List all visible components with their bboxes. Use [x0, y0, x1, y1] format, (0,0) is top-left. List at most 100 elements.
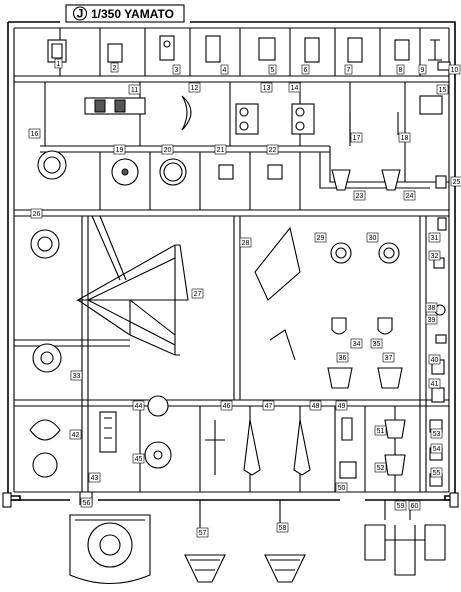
part-number-text: 2 [113, 65, 117, 72]
part-label-13: 13 [260, 82, 273, 93]
mid-parts [327, 367, 403, 389]
part-label-30: 30 [366, 232, 379, 243]
part-number-text: 18 [401, 135, 409, 142]
part-9 [428, 39, 442, 61]
third-row-parts [37, 150, 447, 191]
part-52 [384, 454, 406, 476]
part-59 [364, 524, 386, 561]
part-number-text: 56 [83, 500, 91, 507]
part-number-text: 14 [291, 85, 299, 92]
part-number-text: 60 [411, 503, 419, 510]
part-label-28: 28 [239, 237, 252, 248]
part-8 [394, 39, 410, 61]
title-frame [65, 4, 185, 23]
part-37-cap [331, 317, 347, 335]
part-number-text: 55 [433, 470, 441, 477]
part-17-18-stems [349, 112, 399, 135]
part-label-46: 46 [220, 400, 233, 411]
part-label-58: 58 [276, 522, 289, 533]
part-label-42: 42 [69, 429, 82, 440]
part-label-23: 23 [353, 190, 366, 201]
part-number-text: 58 [279, 525, 287, 532]
part-label-31: 31 [428, 232, 441, 243]
part-47 [243, 419, 261, 476]
part-label-25: 25 [450, 176, 461, 187]
part-label-9: 9 [418, 64, 427, 75]
part-label-60: 60 [408, 500, 421, 511]
part-number-text: 24 [406, 193, 414, 200]
part-label-19: 19 [113, 144, 126, 155]
part-number-text: 52 [377, 465, 385, 472]
part-number-text: 6 [304, 67, 308, 74]
part-number-text: 44 [135, 403, 143, 410]
part-15 [419, 95, 443, 115]
part-label-24: 24 [403, 190, 416, 201]
part-number-text: 3 [175, 67, 179, 74]
part-number-text: 47 [265, 403, 273, 410]
part-4 [205, 35, 221, 63]
part-label-7: 7 [344, 64, 353, 75]
part-51 [384, 419, 406, 439]
part-number-text: 43 [91, 475, 99, 482]
title-block: J 1/350 YAMATO [65, 4, 185, 23]
part-label-56: 56 [80, 497, 93, 508]
part-number-text: 50 [338, 485, 346, 492]
part-number-text: 20 [164, 147, 172, 154]
part-26 [30, 229, 60, 259]
part-number-text: 57 [199, 530, 207, 537]
part-29 [330, 242, 352, 264]
part-45 [144, 441, 172, 469]
part-number-text: 42 [72, 432, 80, 439]
part-56 [69, 514, 151, 585]
part-label-34: 34 [350, 338, 363, 349]
part-number-text: 27 [194, 291, 202, 298]
part-number-text: 10 [451, 67, 459, 74]
part-3 [159, 35, 175, 61]
part-number-text: 21 [217, 147, 225, 154]
part-57 [184, 554, 226, 583]
part-27 [75, 244, 189, 301]
part-number-text: 49 [338, 403, 346, 410]
second-row-parts [84, 95, 443, 135]
part-7 [347, 37, 363, 63]
part-22 [267, 164, 283, 180]
part-label-12: 12 [188, 82, 201, 93]
part-label-47: 47 [262, 400, 275, 411]
part-label-51: 51 [374, 425, 387, 436]
part-14 [291, 103, 315, 135]
part-number-text: 59 [397, 503, 405, 510]
part-label-52: 52 [374, 462, 387, 473]
part-label-15: 15 [436, 84, 449, 95]
part-label-43: 43 [88, 472, 101, 483]
part-label-53: 53 [430, 428, 443, 439]
part-label-39: 39 [425, 314, 438, 325]
part-33 [32, 343, 62, 373]
part-number-text: 30 [369, 235, 377, 242]
part-number-text: 7 [347, 67, 351, 74]
left-lower-parts [29, 343, 117, 478]
runners [14, 28, 449, 530]
part-46 [205, 420, 225, 475]
part-2 [107, 43, 123, 63]
part-24 [381, 169, 401, 191]
part-number-text: 26 [33, 211, 41, 218]
part-58 [264, 554, 306, 583]
sprue-letter: J [77, 7, 84, 21]
part-label-1: 1 [54, 58, 63, 69]
part-label-55: 55 [430, 467, 443, 478]
kit-title: 1/350 YAMATO [91, 7, 174, 21]
part-label-27: 27 [191, 288, 204, 299]
part-number-text: 32 [431, 253, 439, 260]
part-28 [254, 226, 301, 301]
part-number-text: 51 [377, 428, 385, 435]
part-label-16: 16 [28, 128, 41, 139]
part-number-text: 48 [312, 403, 320, 410]
part-label-8: 8 [396, 64, 405, 75]
part-42 [29, 419, 61, 441]
part-number-text: 16 [31, 131, 39, 138]
part-label-59: 59 [394, 500, 407, 511]
part-16 [37, 150, 67, 180]
part-label-54: 54 [430, 443, 443, 454]
part-number-text: 15 [439, 87, 447, 94]
part-label-2: 2 [110, 62, 119, 73]
